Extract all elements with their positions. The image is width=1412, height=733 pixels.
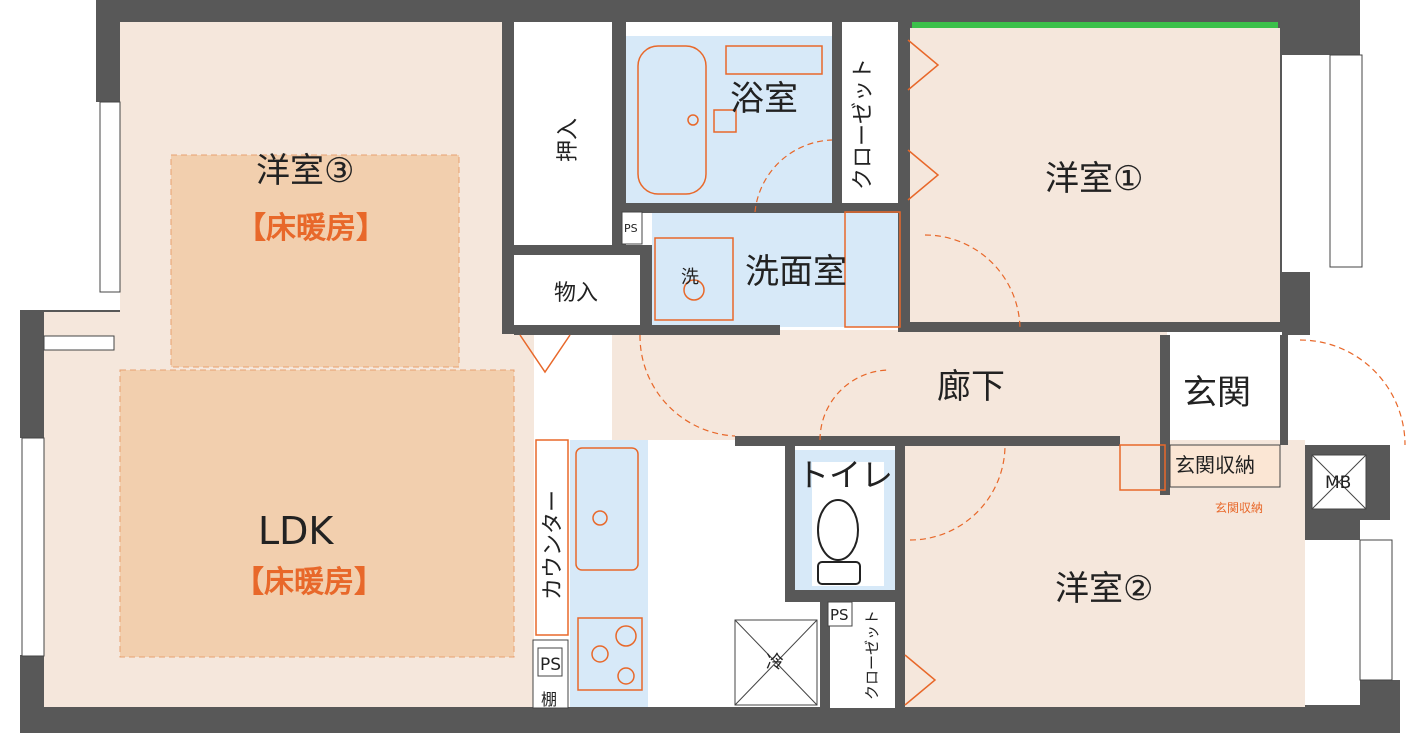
room-label-bathroom: 浴室 — [730, 79, 798, 119]
room-label-entrance: 玄関 — [1183, 373, 1251, 413]
washer-label: 洗 — [681, 267, 699, 288]
floor-heating-zones — [119, 154, 515, 658]
door-swings — [519, 39, 1406, 706]
fridge-label: 冷 — [766, 652, 784, 673]
room-label-toilet: トイレ — [797, 456, 893, 494]
room-label-corridor: 廊下 — [937, 367, 1005, 407]
monoire-label: 物入 — [554, 281, 598, 306]
entrance-storage-note: 玄関収納 — [1215, 500, 1263, 515]
windows — [21, 22, 1393, 681]
room-label-western-3: 洋室③ — [256, 151, 354, 191]
room-label-western-1: 洋室① — [1045, 159, 1143, 199]
room-label-washroom: 洗面室 — [745, 252, 847, 292]
floor-heating-label-western-3: 【床暖房】 — [236, 211, 386, 246]
closet-label-bottom: クローゼット — [863, 610, 881, 700]
interior-walls — [90, 22, 1310, 733]
oshiire-label: 押入 — [556, 118, 581, 162]
closet-label-top: クローゼット — [851, 58, 876, 190]
counter-label: カウンター — [541, 490, 566, 600]
ps-label-kitchen: PS — [540, 655, 561, 675]
room-label-ldk: LDK — [258, 509, 334, 553]
mb-label: MB — [1325, 473, 1351, 493]
ps-label-washroom: PS — [624, 222, 638, 235]
floor-heating-label-ldk: 【床暖房】 — [234, 565, 384, 600]
entrance-storage-label: 玄関収納 — [1175, 453, 1255, 477]
room-label-western-2: 洋室② — [1055, 569, 1153, 609]
ps-label-toilet: PS — [830, 606, 849, 624]
fixtures — [514, 22, 1367, 709]
shelf-label: 棚 — [541, 690, 557, 709]
